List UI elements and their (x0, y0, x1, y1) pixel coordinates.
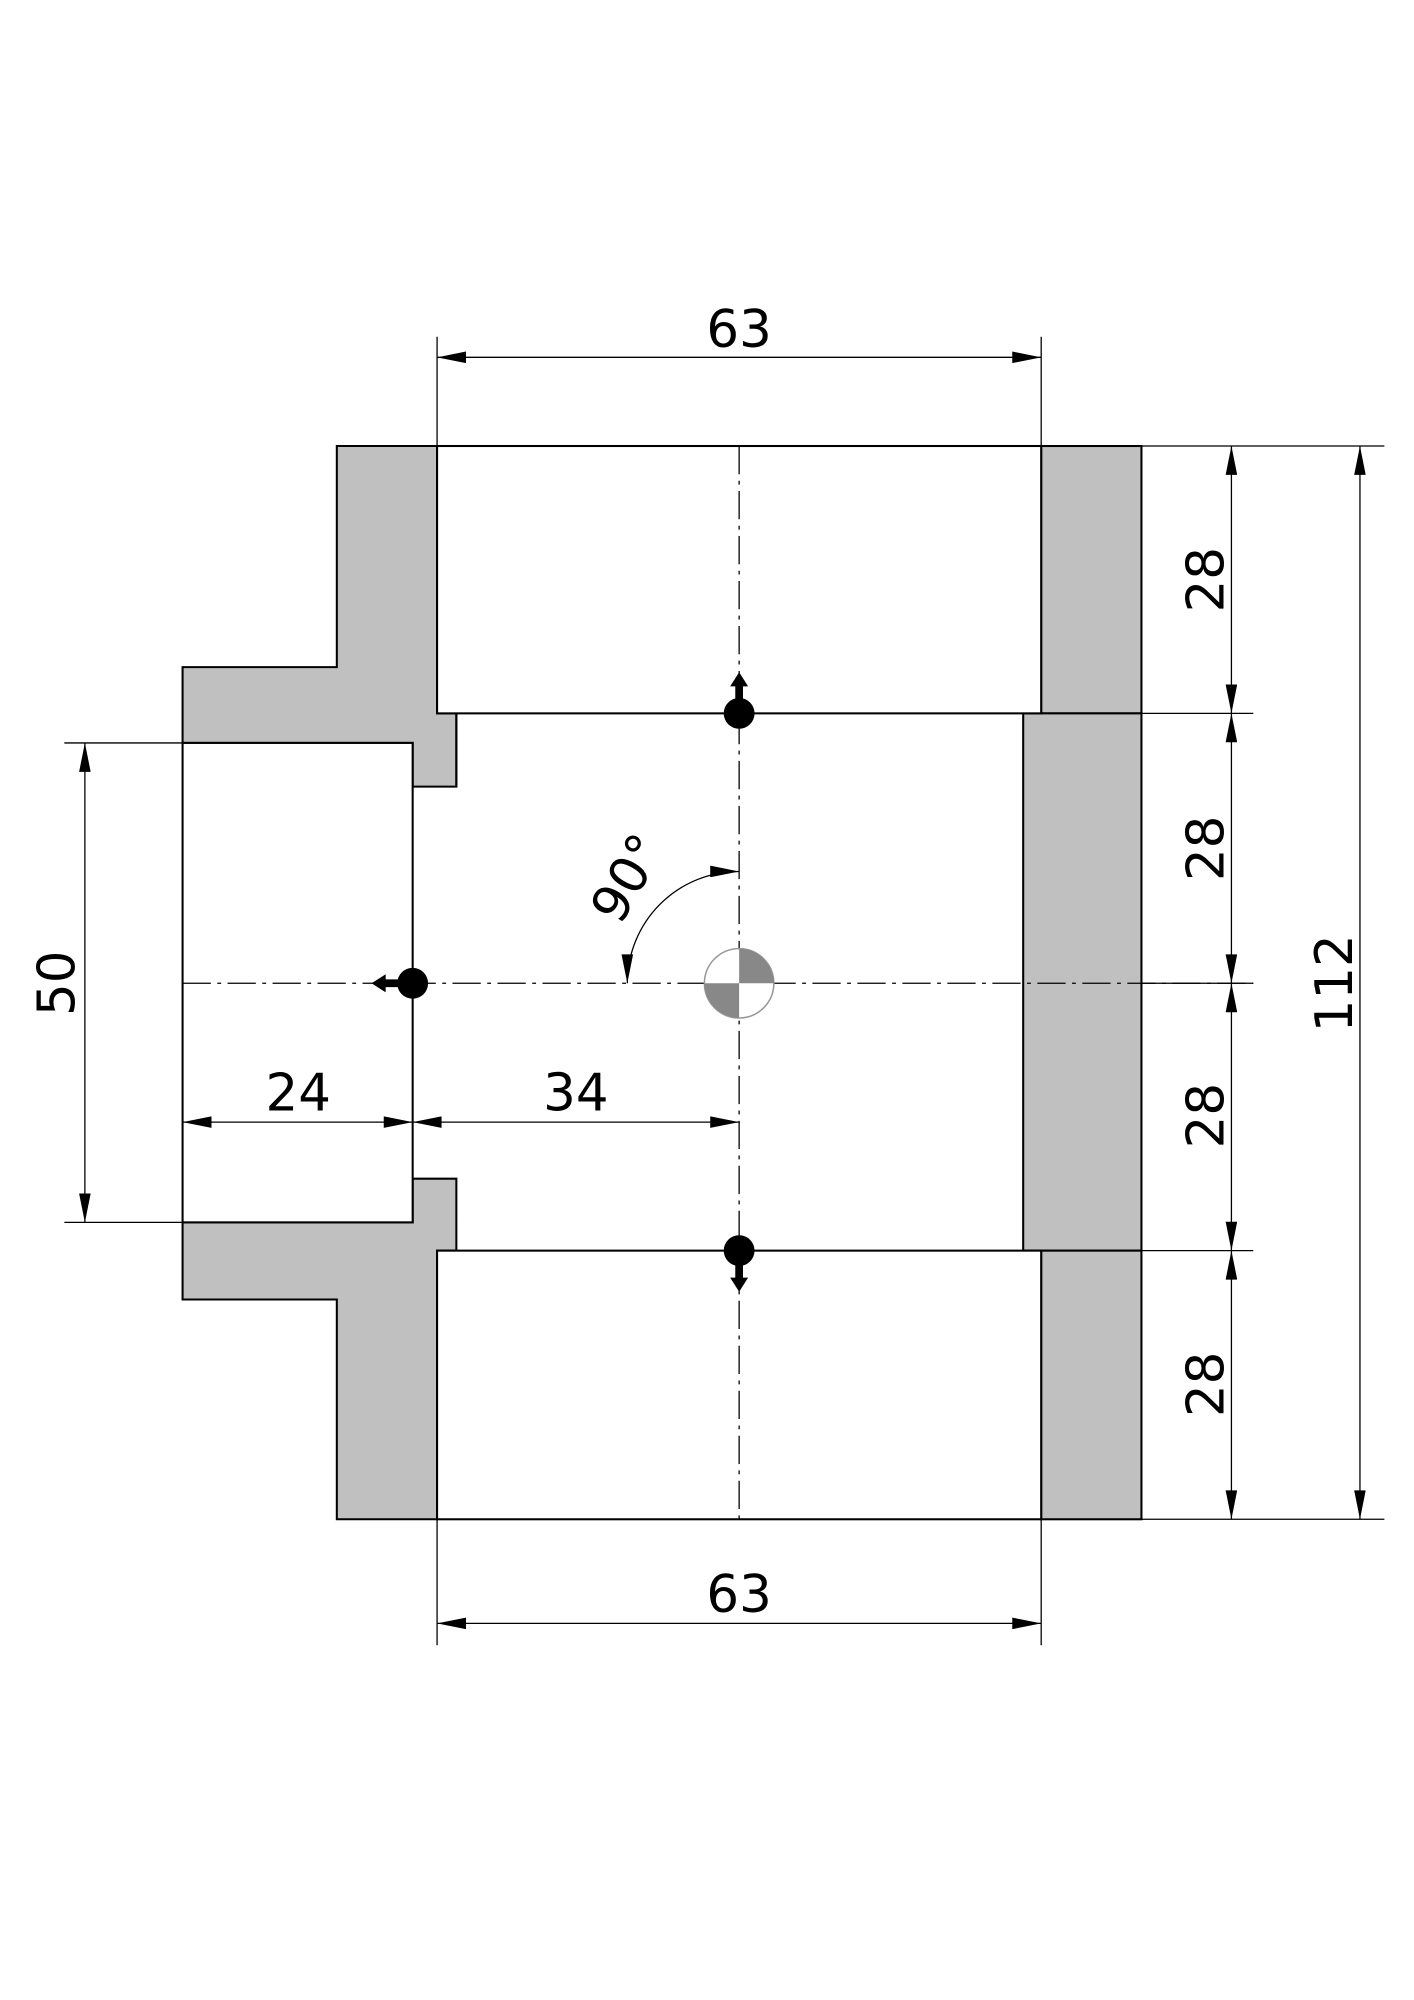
connection-marker-top-icon (723, 672, 755, 729)
lower-pipe-socket (436, 1249, 1043, 1521)
lower-left-wall (181, 1177, 458, 1521)
upper-right-wall (1040, 444, 1143, 715)
dimension-label: 24 (266, 1064, 331, 1124)
dimension-label: 63 (706, 300, 771, 360)
dimension-label: 28 (1177, 547, 1237, 612)
center-symbol-icon (703, 947, 775, 1019)
upper-pipe-socket (436, 444, 1043, 715)
middle-right-wall (1022, 712, 1143, 1252)
dimension-label: 28 (1177, 816, 1237, 881)
dimension-label: 28 (1177, 1083, 1237, 1148)
dimension-label: 34 (543, 1064, 608, 1124)
dimension-total-height: 112 (1305, 446, 1366, 1520)
dimension-label: 112 (1305, 934, 1365, 1032)
connection-marker-left-icon (371, 967, 429, 999)
dimension-top-width: 63 (436, 300, 1042, 447)
dimension-label: 28 (1177, 1352, 1237, 1417)
dimension-label: 50 (28, 951, 88, 1016)
dimension-branch-height: 50 (28, 742, 183, 1224)
lower-right-wall (1040, 1249, 1143, 1521)
dimension-branch-length: 24 (182, 1064, 413, 1128)
upper-left-wall (181, 444, 458, 788)
dimension-branch-to-axis: 34 (412, 1064, 740, 1128)
dimension-right-chain: 28 28 28 28 (1141, 445, 1385, 1520)
dimension-label: 63 (706, 1565, 771, 1625)
dimension-label: 90° (579, 824, 677, 933)
connection-marker-bottom-icon (723, 1235, 755, 1292)
dimension-bottom-width: 63 (436, 1519, 1042, 1646)
